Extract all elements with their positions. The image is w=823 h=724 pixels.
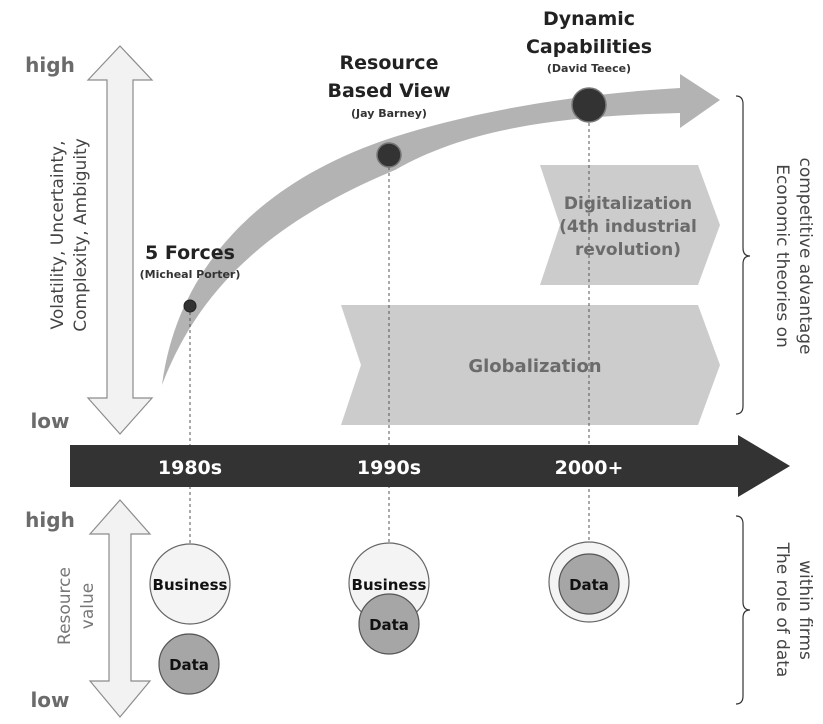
vuca-axis-label-line1: Volatility, Uncertainty,: [48, 141, 68, 330]
five-forces-author: (Micheal Porter): [140, 268, 241, 281]
timeline-tick-2000s: 2000+: [555, 457, 624, 479]
resource-value-double-arrow: [88, 499, 152, 718]
resource-axis-label-line1: Resource: [55, 567, 75, 645]
data-role-bracket-label-line1: The role of data: [772, 542, 792, 678]
digitalization-label-line3: revolution): [575, 240, 681, 260]
data-circle-2000s: [558, 553, 620, 615]
vuca-high-label: high: [25, 53, 75, 77]
vuca-low-label: low: [30, 409, 69, 433]
globalization-panel: [341, 305, 720, 425]
business-circle-1980s: [149, 543, 231, 625]
theories-bracket-label-line2: competitive advantage: [795, 157, 815, 354]
globalization-label: Globalization: [468, 356, 601, 377]
five-forces-title: 5 Forces: [145, 242, 235, 264]
data-circle-1980s: [158, 633, 220, 695]
dynamic-capabilities-author: (David Teece): [547, 62, 631, 75]
resource-low-label: low: [30, 688, 69, 712]
digitalization-label-line1: Digitalization: [564, 194, 692, 214]
data-circle-1990s: [358, 593, 420, 655]
business-label-1980s: Business: [153, 576, 228, 594]
data-role-bracket: [735, 515, 751, 705]
five-forces-dot: [183, 299, 197, 313]
rbv-author: (Jay Barney): [351, 107, 427, 120]
theories-bracket-label-line1: Economic theories on: [772, 164, 792, 348]
rbv-title-line1: Resource: [340, 52, 439, 74]
resource-axis-label-line2: value: [78, 583, 98, 629]
business-label-1990s: Business: [352, 576, 427, 594]
vuca-double-arrow: [86, 45, 154, 435]
dynamic-capabilities-title-line1: Dynamic: [543, 8, 635, 30]
timeline-tick-1990s: 1990s: [357, 457, 421, 479]
rbv-title-line2: Based View: [327, 80, 450, 102]
vuca-axis-label-line2: Complexity, Ambiguity: [71, 138, 91, 332]
data-label-1980s: Data: [169, 656, 209, 674]
timeline-arrow: [70, 435, 790, 497]
digitalization-label-line2: (4th industrial: [559, 217, 697, 237]
digitalization-panel: [540, 165, 720, 285]
data-label-2000s: Data: [569, 576, 609, 594]
timeline-tick-1980s: 1980s: [158, 457, 222, 479]
theories-bracket: [735, 95, 751, 415]
data-role-bracket-label-line2: within firms: [795, 560, 815, 660]
data-label-1990s: Data: [369, 616, 409, 634]
dynamic-capabilities-dot: [571, 87, 607, 123]
rbv-dot: [376, 142, 402, 168]
theory-evolution-curve: [162, 74, 720, 385]
dynamic-capabilities-title-line2: Capabilities: [526, 36, 652, 58]
resource-high-label: high: [25, 508, 75, 532]
